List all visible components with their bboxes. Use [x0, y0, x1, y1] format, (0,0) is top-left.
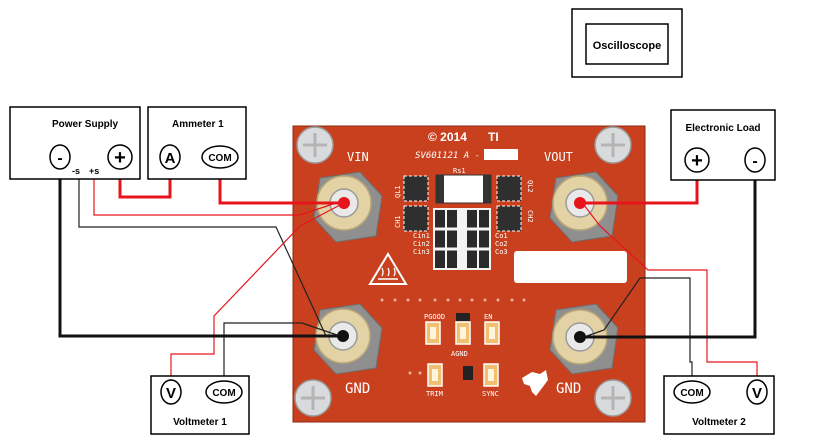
oscilloscope: Oscilloscope — [571, 8, 683, 78]
gnd-right-connection-dot — [574, 331, 586, 343]
power-supply: Power Supply - + -s +s — [9, 106, 141, 180]
board-label-area — [514, 251, 627, 283]
mounting-hole-bottom-left — [294, 379, 332, 417]
capacitor-bank — [433, 208, 491, 270]
label-cin1: Cin1 — [413, 232, 430, 240]
wire-gnd-to-load — [580, 172, 757, 339]
voltmeter-2-com-terminal: COM — [673, 380, 711, 404]
wire-supply-to-ammeter — [118, 172, 172, 199]
electronic-load-plus-terminal: + — [684, 147, 710, 173]
mosfet-ql1 — [403, 175, 429, 202]
label-rs1: Rs1 — [453, 167, 466, 175]
oscilloscope-label: Oscilloscope — [593, 40, 661, 52]
gnd-left-connection-dot — [337, 330, 349, 342]
mounting-hole-top-left — [296, 126, 334, 164]
svg-text:COM: COM — [212, 388, 235, 399]
board-vout-label: VOUT — [544, 150, 573, 164]
power-supply-sense-minus: -s — [72, 166, 80, 176]
voltmeter1-black-lead — [223, 322, 341, 376]
svg-text:COM: COM — [208, 153, 231, 164]
label-en: EN — [484, 313, 492, 321]
power-supply-minus-terminal: - — [49, 144, 71, 170]
board-gnd-right-label: GND — [556, 381, 581, 397]
sense-wire-plus — [93, 175, 337, 216]
label-ch2: CH2 — [526, 210, 534, 223]
ammeter-1: Ammeter 1 A COM — [147, 106, 247, 180]
label-co3: Co3 — [495, 248, 508, 256]
test-point-sync — [483, 363, 499, 387]
jumper-agnd — [455, 313, 471, 345]
resistor-rs1 — [435, 174, 492, 204]
ammeter-1-a-terminal: A — [159, 144, 181, 170]
component-small — [463, 366, 473, 380]
label-trim: TRIM — [426, 390, 443, 398]
svg-text:-: - — [752, 153, 757, 170]
evaluation-board: © 2014 TI SV601121 A - VIN VOUT — [292, 125, 646, 423]
board-gnd-left-label: GND — [345, 381, 370, 397]
test-point-trim — [427, 363, 443, 387]
power-supply-label: Power Supply — [52, 119, 119, 130]
mounting-hole-top-right — [594, 126, 632, 164]
board-vin-label: VIN — [347, 150, 369, 164]
voltmeter2-black-lead — [583, 277, 693, 376]
board-part-number: SV601121 A - — [415, 151, 480, 161]
board-serial-blank — [484, 149, 518, 160]
label-ql2: QL2 — [526, 180, 534, 193]
mosfet-ch1 — [403, 205, 429, 232]
wire-ammeter-to-vin — [218, 172, 344, 205]
electronic-load-label: Electronic Load — [685, 123, 760, 134]
voltmeter2-red-lead — [583, 204, 758, 376]
wire-vout-to-load — [580, 172, 699, 205]
board-copyright: © 2014 — [428, 130, 467, 144]
svg-text:V: V — [166, 385, 176, 402]
svg-text:COM: COM — [680, 388, 703, 399]
label-co2: Co2 — [495, 240, 508, 248]
electronic-load-minus-terminal: - — [744, 147, 766, 173]
svg-text:+: + — [114, 147, 126, 169]
svg-text:-: - — [57, 150, 62, 167]
vout-connection-dot — [574, 197, 586, 209]
ammeter-1-label: Ammeter 1 — [172, 119, 224, 130]
label-pgood: PGOOD — [424, 313, 445, 321]
voltmeter-1-com-terminal: COM — [205, 380, 243, 404]
label-sync: SYNC — [482, 390, 499, 398]
label-cin2: Cin2 — [413, 240, 430, 248]
power-wires — [58, 172, 757, 339]
voltmeter-2-v-terminal: V — [746, 379, 768, 405]
power-supply-sense-plus: +s — [89, 166, 99, 176]
voltmeter-1: V COM Voltmeter 1 — [150, 375, 250, 435]
ammeter-1-com-terminal: COM — [201, 145, 239, 169]
mosfet-ql2 — [496, 175, 522, 202]
test-point-pgood — [425, 321, 441, 345]
power-supply-plus-terminal: + — [107, 144, 133, 170]
test-point-en — [484, 321, 500, 345]
label-cin3: Cin3 — [413, 248, 430, 256]
label-ch1: CH1 — [394, 215, 402, 228]
label-agnd: AGND — [451, 350, 468, 358]
mosfet-ch2 — [496, 205, 522, 232]
svg-text:+: + — [691, 150, 703, 172]
sense-wire-minus — [78, 175, 327, 337]
voltmeter-2: COM V Voltmeter 2 — [663, 375, 775, 435]
voltmeter-1-label: Voltmeter 1 — [173, 417, 227, 428]
svg-text:V: V — [752, 385, 762, 402]
board-ti: TI — [488, 130, 499, 144]
svg-text:A: A — [165, 150, 176, 167]
hot-surface-warning-icon — [368, 252, 408, 285]
label-ql1: QL1 — [394, 185, 402, 198]
vin-connection-dot — [338, 197, 350, 209]
board-vias — [380, 298, 526, 375]
electronic-load: Electronic Load + - — [670, 109, 776, 181]
label-co1: Co1 — [495, 232, 508, 240]
ti-logo-icon — [522, 370, 548, 396]
voltmeter-2-label: Voltmeter 2 — [692, 417, 746, 428]
mounting-hole-bottom-right — [594, 379, 632, 417]
voltmeter-1-v-terminal: V — [160, 379, 182, 405]
wire-supply-minus-to-gnd — [58, 172, 343, 338]
